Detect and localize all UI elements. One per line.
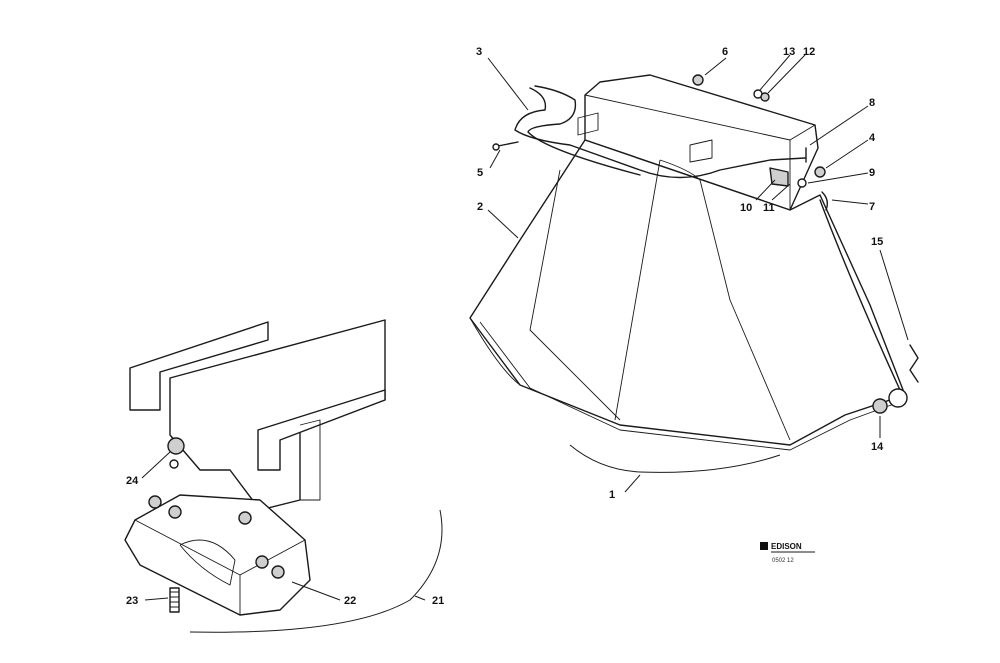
callout-10: 10 [740, 202, 752, 214]
spring-7 [821, 191, 829, 211]
bolt-23 [169, 587, 180, 613]
bolt-5 [497, 141, 519, 147]
callout-4: 4 [869, 132, 876, 144]
callout-2: 2 [477, 201, 483, 213]
grass-catcher-bag [469, 74, 906, 451]
callout-1: 1 [609, 489, 615, 501]
brand-name: EDISON [771, 542, 802, 551]
nut-12 [760, 92, 770, 102]
clip-9 [797, 178, 807, 188]
callout-3: 3 [476, 46, 482, 58]
callout-22: 22 [344, 595, 356, 607]
counterweight [124, 494, 311, 616]
handle-bar [514, 85, 806, 179]
callout-23: 23 [126, 595, 138, 607]
leader-lines [141, 54, 909, 601]
mower-frame [129, 319, 386, 511]
callout-12: 12 [803, 46, 815, 58]
hinge-rod [819, 199, 919, 391]
knob-14 [872, 398, 888, 414]
drawing-code: 0502 12 [772, 558, 794, 564]
group-brace-1 [569, 444, 781, 473]
callout-labels: 3 6 13 12 8 4 5 9 10 11 7 2 15 14 1 24 2… [126, 46, 884, 607]
group-brace-21 [189, 509, 443, 633]
bracket-10 [769, 167, 789, 187]
callout-7: 7 [869, 201, 875, 213]
brand-mark-icon [760, 542, 768, 550]
callout-6: 6 [722, 46, 728, 58]
callout-15: 15 [871, 236, 883, 248]
callout-14: 14 [871, 441, 884, 453]
callout-5: 5 [477, 167, 483, 179]
nut-24 [167, 437, 185, 469]
hardware-parts [492, 74, 908, 414]
callout-11: 11 [763, 202, 775, 214]
nut-6 [692, 74, 704, 86]
callout-13: 13 [783, 46, 795, 58]
callout-9: 9 [869, 167, 875, 179]
callout-8: 8 [869, 97, 875, 109]
callout-21: 21 [432, 595, 444, 607]
cap-4 [814, 166, 826, 178]
brand-logo: EDISON 0502 12 [760, 542, 815, 564]
callout-24: 24 [126, 475, 139, 487]
